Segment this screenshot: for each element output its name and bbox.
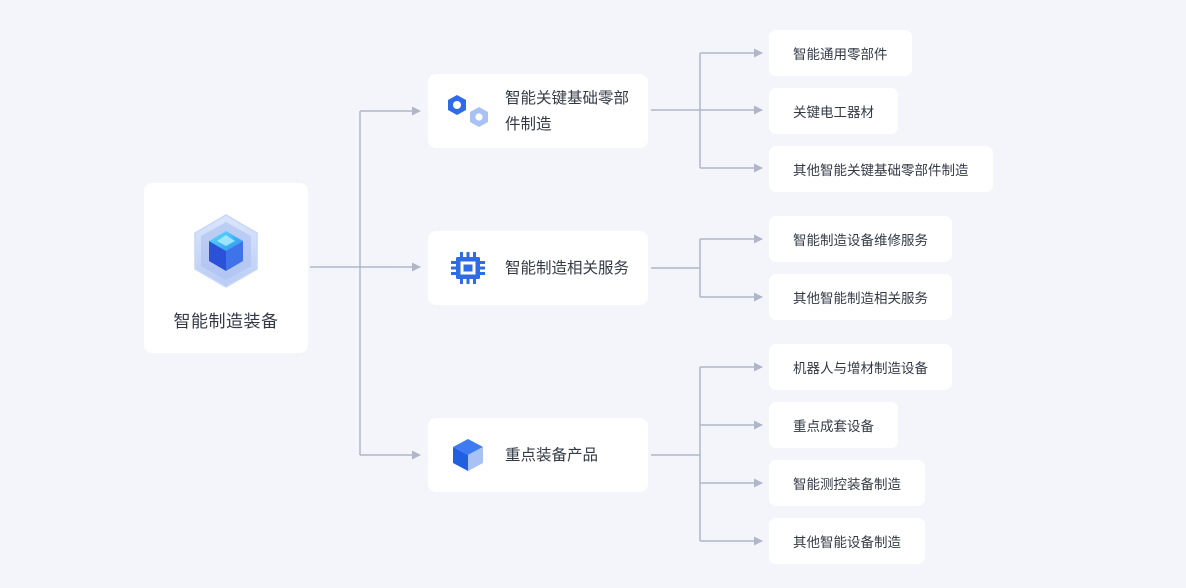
leaf-node-3-3[interactable]: 智能测控装备制造	[769, 460, 925, 506]
chip-icon	[451, 252, 485, 284]
gear-nuts-icon	[448, 95, 488, 127]
leaf-node-1-3[interactable]: 其他智能关键基础零部件制造	[769, 146, 993, 192]
branch-node-label-1: 智能关键基础零部件制造	[505, 89, 630, 133]
leaf-node-2-2[interactable]: 其他智能制造相关服务	[769, 274, 952, 320]
branch-node-card-3[interactable]: 重点装备产品	[428, 418, 648, 492]
leaf-node-3-1[interactable]: 机器人与增材制造设备	[769, 344, 952, 390]
branch-node-card-2[interactable]: 智能制造相关服务	[428, 231, 648, 305]
branch-node-card-1[interactable]: 智能关键基础零部件制造	[428, 74, 648, 148]
root-node-label: 智能制造装备	[173, 312, 279, 332]
leaf-node-2-1[interactable]: 智能制造设备维修服务	[769, 216, 952, 262]
glowing-cube-icon	[194, 214, 258, 288]
branch-node-label-3: 重点装备产品	[505, 446, 599, 464]
leaf-node-1-1[interactable]: 智能通用零部件	[769, 30, 912, 76]
leaf-node-1-2[interactable]: 关键电工器材	[769, 88, 898, 134]
leaf-node-3-4[interactable]: 其他智能设备制造	[769, 518, 925, 564]
root-node-card[interactable]: 智能制造装备	[144, 183, 308, 353]
leaf-node-3-2[interactable]: 重点成套设备	[769, 402, 898, 448]
branch-node-label-2: 智能制造相关服务	[505, 259, 630, 277]
box-icon	[453, 439, 483, 471]
